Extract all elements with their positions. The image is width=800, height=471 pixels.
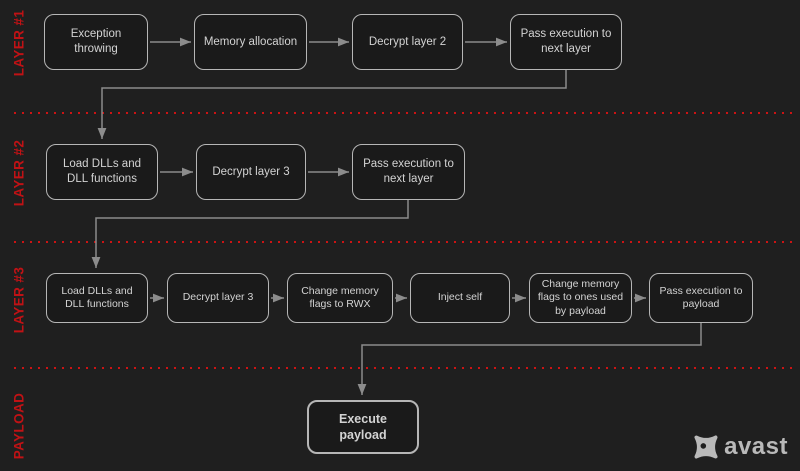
- avast-logo-text: avast: [724, 433, 788, 460]
- lane-separator-2: [14, 241, 792, 243]
- lane-label-layer-3: LAYER #3: [11, 266, 27, 334]
- connector-layer2-to-layer3: [91, 200, 409, 268]
- node-pass-execution-next-layer-2: Pass execution to next layer: [352, 144, 465, 200]
- node-change-flags-rwx: Change memory flags to RWX: [287, 273, 393, 323]
- node-change-flags-payload: Change memory flags to ones used by payl…: [529, 273, 632, 323]
- node-inject-self: Inject self: [410, 273, 510, 323]
- lane-label-layer-1: LAYER #1: [11, 9, 27, 77]
- node-exception-throwing: Exception throwing: [44, 14, 148, 70]
- connector-layer3-to-payload: [357, 323, 702, 395]
- lane-label-payload: PAYLOAD: [11, 392, 27, 460]
- connector-layer1-to-layer2: [97, 70, 567, 139]
- node-load-dlls-layer3: Load DLLs and DLL functions: [46, 273, 148, 323]
- avast-logo: avast: [691, 432, 788, 462]
- lane-separator-1: [14, 112, 792, 114]
- node-memory-allocation: Memory allocation: [194, 14, 307, 70]
- node-load-dlls-layer2: Load DLLs and DLL functions: [46, 144, 158, 200]
- lane-label-layer-2: LAYER #2: [11, 139, 27, 207]
- avast-star-icon: [694, 435, 718, 459]
- node-decrypt-layer-3b: Decrypt layer 3: [167, 273, 269, 323]
- node-decrypt-layer-2: Decrypt layer 2: [352, 14, 463, 70]
- node-execute-payload: Execute payload: [307, 400, 419, 454]
- node-decrypt-layer-3a: Decrypt layer 3: [196, 144, 306, 200]
- lane-separator-3: [14, 367, 792, 369]
- node-pass-execution-payload: Pass execution to payload: [649, 273, 753, 323]
- node-pass-execution-next-layer-1: Pass execution to next layer: [510, 14, 622, 70]
